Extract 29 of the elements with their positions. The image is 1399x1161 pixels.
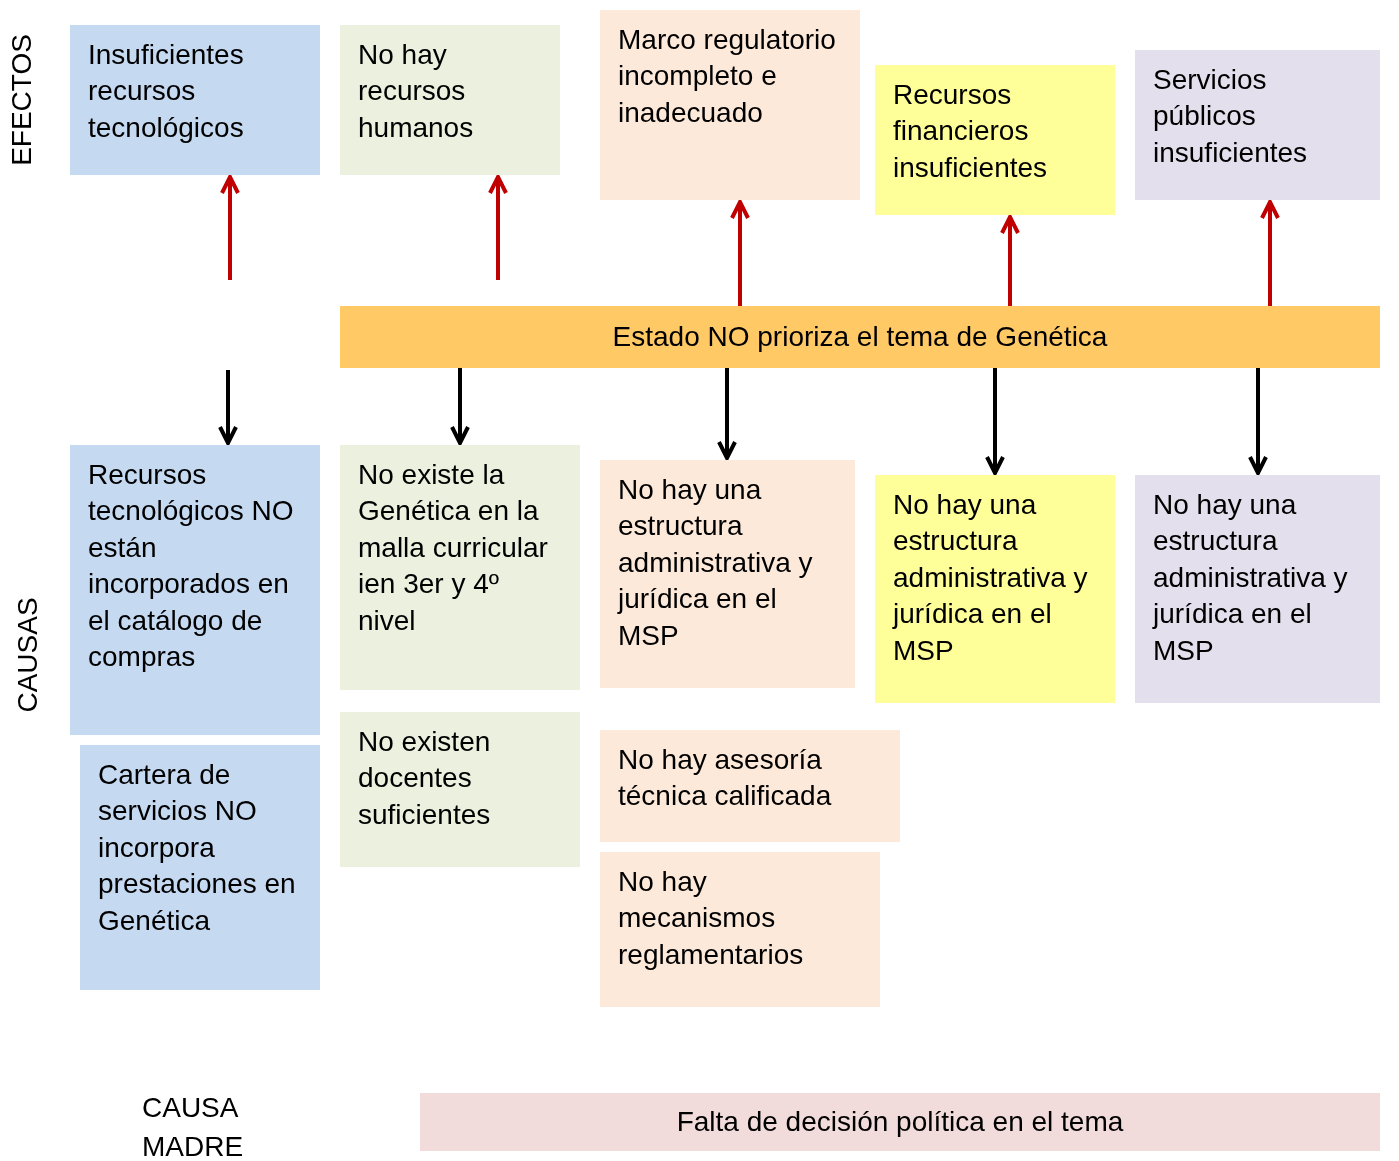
text-box: No hay una estructura administrativa y jurídica en el MSP: [1135, 475, 1380, 703]
text-box: No hay mecanismos reglamentarios: [600, 852, 880, 1007]
section-label: EFECTOS: [6, 34, 38, 166]
text-box: Insuficientes recursos tecnológicos: [70, 25, 320, 175]
text-box: No hay recursos humanos: [340, 25, 560, 175]
arrow: [730, 200, 750, 306]
problem-bar: Falta de decisión política en el tema: [420, 1093, 1380, 1151]
text-box: No existen docentes suficientes: [340, 712, 580, 867]
section-label: CAUSAS: [12, 597, 44, 713]
arrow: [717, 368, 737, 460]
arrow: [218, 370, 238, 445]
arrow: [985, 368, 1005, 475]
text-box: Cartera de servicios NO incorpora prestaciones en Genética: [80, 745, 320, 990]
text-box: Recursos financieros insuficientes: [875, 65, 1115, 215]
text-box: No hay asesoría técnica calificada: [600, 730, 900, 842]
arrow: [488, 175, 508, 280]
arrow: [1260, 200, 1280, 306]
section-label: CAUSA MADRE: [142, 1091, 245, 1161]
text-box: Marco regulatorio incompleto e inadecuado: [600, 10, 860, 200]
arrow: [220, 175, 240, 280]
text-box: No existe la Genética en la malla curricular ien 3er y 4º nivel: [340, 445, 580, 690]
arrow: [1000, 215, 1020, 306]
text-box: No hay una estructura administrativa y jurídica en el MSP: [600, 460, 855, 688]
text-box: Servicios públicos insuficientes: [1135, 50, 1380, 200]
text-box: No hay una estructura administrativa y jurídica en el MSP: [875, 475, 1115, 703]
text-box: Recursos tecnológicos NO están incorporados en el catálogo de compras: [70, 445, 320, 735]
arrow: [1248, 368, 1268, 475]
problem-bar: Estado NO prioriza el tema de Genética: [340, 306, 1380, 368]
arrow: [450, 368, 470, 445]
